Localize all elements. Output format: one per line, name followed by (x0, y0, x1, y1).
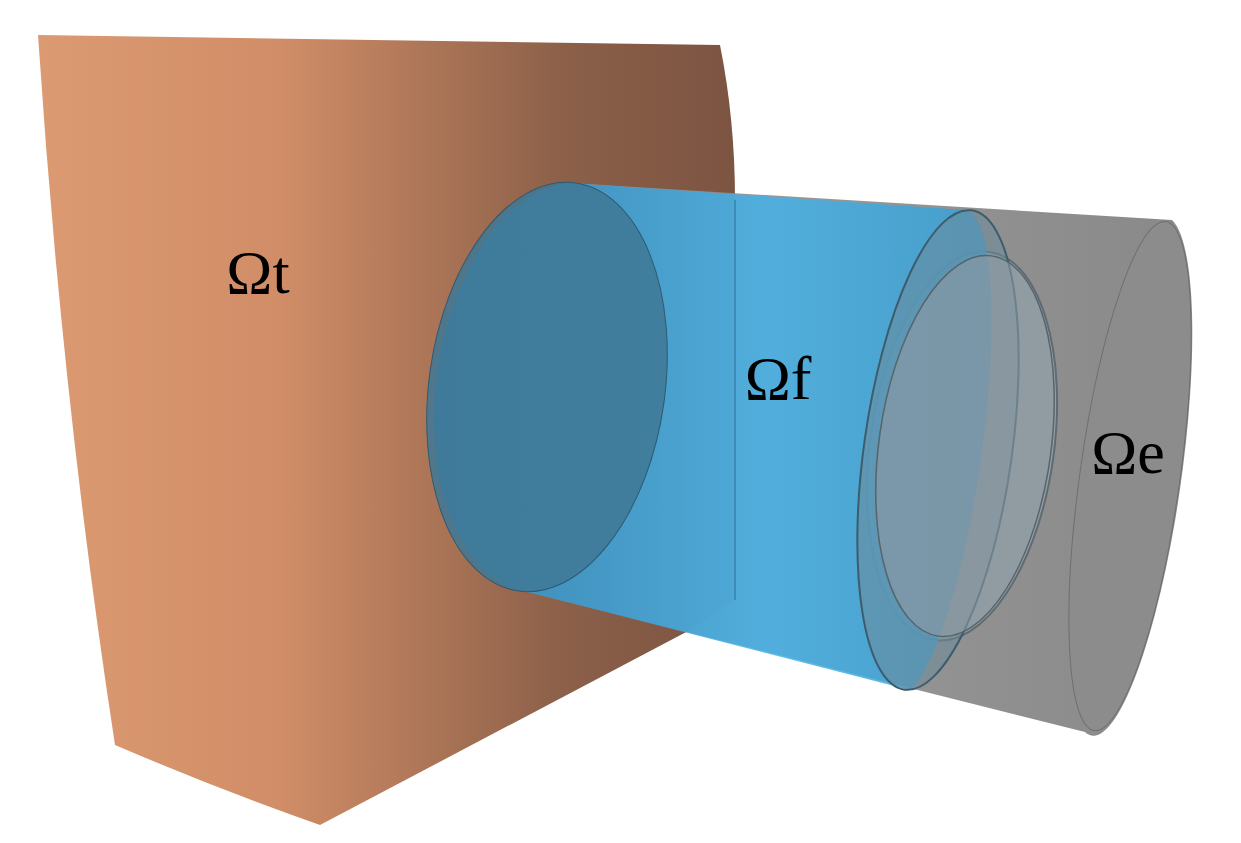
fluid-end (401, 167, 692, 608)
slab-edge (734, 200, 736, 600)
electrode-end (1045, 215, 1216, 738)
region-label: Ωt (226, 241, 289, 303)
region-label: Ωe (1091, 421, 1165, 483)
region-label: Ωf (745, 347, 812, 409)
electrode-cap (853, 244, 1077, 648)
tissue-slab (38, 35, 735, 825)
